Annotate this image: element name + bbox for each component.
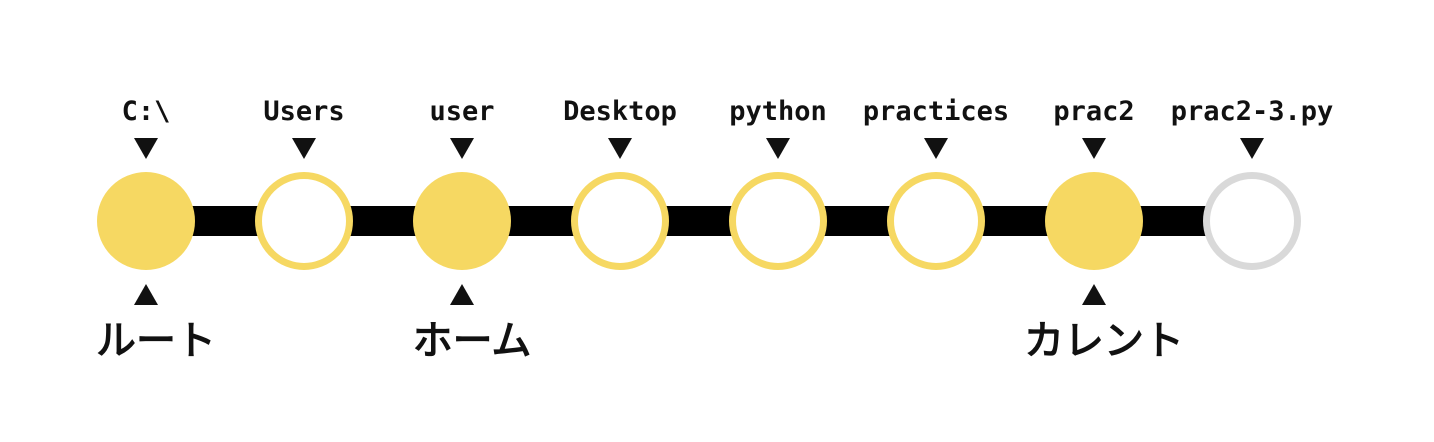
down-arrow-icon bbox=[450, 138, 474, 159]
node-ring bbox=[729, 172, 827, 270]
path-nodes: C:\ ルート Users user ホーム Desktop python practices… bbox=[96, 96, 1333, 364]
node-label: Users bbox=[263, 96, 344, 127]
path-node-desktop: Desktop bbox=[563, 96, 677, 270]
node-inactive-ring bbox=[1203, 172, 1301, 270]
node-label: Desktop bbox=[563, 96, 677, 127]
path-node-user: user ホーム bbox=[413, 96, 532, 364]
path-node-practices: practices bbox=[863, 96, 1009, 270]
marker-label-current: カレント bbox=[1024, 318, 1184, 364]
down-arrow-icon bbox=[608, 138, 632, 159]
node-ring bbox=[255, 172, 353, 270]
down-arrow-icon bbox=[766, 138, 790, 159]
up-arrow-icon bbox=[134, 284, 158, 305]
down-arrow-icon bbox=[1240, 138, 1264, 159]
down-arrow-icon bbox=[292, 138, 316, 159]
node-filled-circle bbox=[97, 172, 195, 270]
down-arrow-icon bbox=[1082, 138, 1106, 159]
path-node-prac2-3-py: prac2-3.py bbox=[1171, 96, 1334, 270]
node-filled-circle bbox=[413, 172, 511, 270]
down-arrow-icon bbox=[924, 138, 948, 159]
node-label: user bbox=[429, 96, 494, 127]
down-arrow-icon bbox=[134, 138, 158, 159]
node-label: prac2-3.py bbox=[1171, 96, 1334, 127]
path-node-python: python bbox=[729, 96, 827, 270]
node-filled-circle bbox=[1045, 172, 1143, 270]
node-label: python bbox=[729, 96, 827, 127]
marker-label-home: ホーム bbox=[413, 318, 532, 364]
node-ring bbox=[887, 172, 985, 270]
node-label: C:\ bbox=[122, 96, 171, 127]
marker-label-root: ルート bbox=[96, 318, 216, 364]
node-ring bbox=[571, 172, 669, 270]
path-node-prac2: prac2 カレント bbox=[1024, 96, 1184, 364]
node-label: practices bbox=[863, 96, 1009, 127]
path-node-users: Users bbox=[255, 96, 353, 270]
up-arrow-icon bbox=[450, 284, 474, 305]
path-node-c: C:\ ルート bbox=[96, 96, 216, 364]
up-arrow-icon bbox=[1082, 284, 1106, 305]
node-label: prac2 bbox=[1053, 96, 1134, 127]
